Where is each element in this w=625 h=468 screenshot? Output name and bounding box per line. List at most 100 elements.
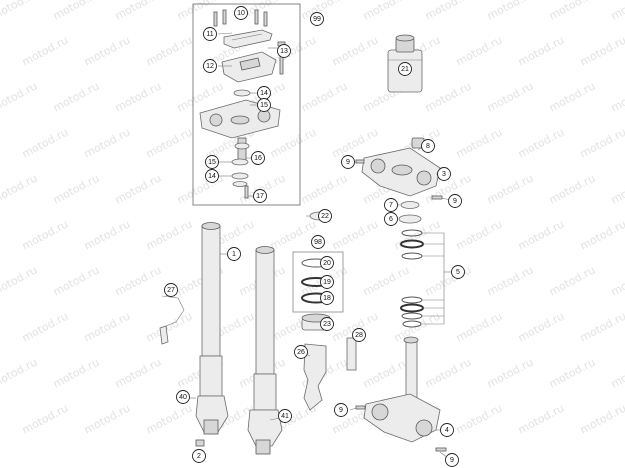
callout-label: 22	[321, 213, 329, 220]
watermark-text: motod.ru	[113, 79, 164, 114]
watermark-text: motod.ru	[51, 355, 102, 390]
callout-label: 8	[426, 143, 430, 150]
watermark-text: motod.ru	[20, 309, 71, 344]
callout-c15b: 15	[205, 155, 219, 169]
watermark-text: motod.ru	[0, 79, 39, 114]
callout-c9c: 9	[334, 403, 348, 417]
watermark-text: motod.ru	[299, 171, 350, 206]
watermark-text: motod.ru	[20, 217, 71, 252]
callout-circle	[421, 139, 435, 153]
watermark-text: motod.ru	[609, 355, 625, 390]
callout-label: 9	[339, 407, 343, 414]
callout-c98: 98	[311, 235, 325, 249]
watermark-text: motod.ru	[0, 263, 39, 298]
callout-label: 7	[389, 202, 393, 209]
callout-circle	[320, 275, 334, 289]
callout-circle	[341, 155, 355, 169]
watermark-text: motod.ru	[361, 263, 412, 298]
callout-c22: 22	[318, 209, 332, 223]
callout-circle	[253, 189, 267, 203]
callout-c6: 6	[384, 212, 398, 226]
watermark-text: motod.ru	[82, 125, 133, 160]
callout-c1: 1	[227, 247, 241, 261]
callout-label: 16	[254, 155, 262, 162]
callout-c7: 7	[384, 198, 398, 212]
watermark-text: motod.ru	[144, 309, 195, 344]
callout-c15a: 15	[257, 98, 271, 112]
callout-c27: 27	[164, 283, 178, 297]
callout-circle	[451, 265, 465, 279]
callouts: 1099111312141515161417218939762298120191…	[164, 6, 465, 467]
watermark-text: motod.ru	[578, 401, 625, 436]
watermark-text: motod.ru	[547, 171, 598, 206]
watermark-text: motod.ru	[609, 171, 625, 206]
watermark-text: motod.ru	[485, 79, 536, 114]
watermark-text: motod.ru	[144, 401, 195, 436]
upper-triple-clamp	[355, 137, 443, 224]
callout-c4: 4	[440, 423, 454, 437]
fork-left-leg	[195, 222, 229, 447]
callout-label: 99	[313, 16, 321, 23]
watermark-text: motod.ru	[268, 125, 319, 160]
lower-triple-clamp	[355, 336, 447, 452]
callout-c41: 41	[278, 409, 292, 423]
watermark-text: motod.ru	[0, 0, 39, 23]
callout-c14a: 14	[257, 86, 271, 100]
watermark-text: motod.ru	[423, 0, 474, 23]
watermark-text: motod.ru	[51, 0, 102, 23]
callout-label: 40	[179, 394, 187, 401]
watermark-text: motod.ru	[578, 217, 625, 252]
watermark-text: motod.ru	[82, 401, 133, 436]
watermark-text: motod.ru	[423, 355, 474, 390]
watermark-text: motod.ru	[516, 125, 567, 160]
watermark-text: motod.ru	[144, 125, 195, 160]
callout-label: 9	[346, 159, 350, 166]
watermark-text: motod.ru	[113, 263, 164, 298]
callout-label: 18	[323, 295, 331, 302]
callout-c9a: 9	[341, 155, 355, 169]
callout-c11: 11	[203, 27, 217, 41]
watermark-text: motod.ru	[578, 33, 625, 68]
watermark-text: motod.ru	[361, 0, 412, 23]
callout-circle	[205, 155, 219, 169]
callout-circle	[294, 345, 308, 359]
callout-label: 14	[260, 90, 268, 97]
callout-c3: 3	[437, 167, 451, 181]
watermark-text: motod.ru	[113, 171, 164, 206]
callout-label: 5	[456, 269, 460, 276]
watermark-text: motod.ru	[20, 33, 71, 68]
callout-c23: 23	[320, 317, 334, 331]
watermark-text: motod.ru	[113, 0, 164, 23]
watermark-text: motod.ru	[516, 401, 567, 436]
callout-label: 19	[323, 279, 331, 286]
callout-circle	[448, 194, 462, 208]
callout-c13: 13	[277, 44, 291, 58]
callout-circle	[251, 151, 265, 165]
watermark-text: motod.ru	[113, 355, 164, 390]
callout-c21: 21	[398, 62, 412, 76]
callout-c5: 5	[451, 265, 465, 279]
callout-circle	[277, 44, 291, 58]
watermark-text: motod.ru	[609, 263, 625, 298]
callout-circle	[318, 209, 332, 223]
callout-label: 15	[208, 159, 216, 166]
callout-circle	[320, 256, 334, 270]
callout-circle	[164, 283, 178, 297]
watermark-text: motod.ru	[51, 171, 102, 206]
callout-c20: 20	[320, 256, 334, 270]
watermark-text: motod.ru	[144, 217, 195, 252]
callout-c99: 99	[310, 12, 324, 26]
watermark-text: motod.ru	[485, 355, 536, 390]
callout-c8: 8	[421, 139, 435, 153]
callout-circle	[437, 167, 451, 181]
small-parts	[159, 295, 357, 411]
callout-c17: 17	[253, 189, 267, 203]
callout-circle	[445, 453, 459, 467]
callout-label: 2	[197, 453, 201, 460]
callout-circle	[192, 449, 206, 463]
watermark-text: motod.ru	[609, 79, 625, 114]
callout-circle	[398, 62, 412, 76]
watermark-text: motod.ru	[547, 263, 598, 298]
watermark-text: motod.ru	[51, 79, 102, 114]
